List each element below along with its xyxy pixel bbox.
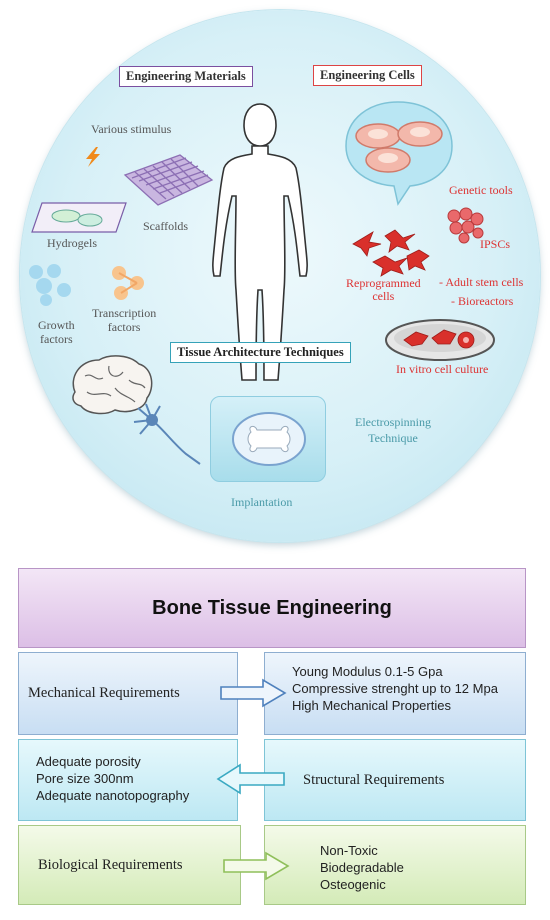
implantation-label: Implantation: [231, 495, 293, 509]
mechanical-item: Compressive strenght up to 12 Mpa: [292, 681, 498, 696]
growth-label-line1: Growth: [38, 318, 75, 332]
petri-dish-icon: [385, 319, 495, 361]
bone-tissue-engineering-header: Bone Tissue Engineering: [18, 568, 526, 648]
ipsc-cluster-icon: [447, 207, 484, 244]
various-stimulus-label: Various stimulus: [91, 122, 172, 136]
reprogrammed-cells-label: Reprogrammed cells: [346, 277, 421, 303]
reprogrammed-line2: cells: [372, 289, 395, 303]
electrospinning-label: Electrospinning Technique: [355, 414, 431, 446]
tissue-architecture-title: Tissue Architecture Techniques: [170, 342, 351, 363]
mechanical-requirements-label: Mechanical Requirements: [28, 685, 180, 701]
reprogrammed-cells-icon: [352, 229, 430, 277]
neuron-icon: [133, 403, 201, 465]
left-arrow-icon: [216, 763, 285, 795]
engineering-cells-title: Engineering Cells: [313, 65, 422, 86]
structural-details-cell: Adequate porosity Pore size 300nm Adequa…: [18, 739, 238, 821]
structural-requirements-label: Structural Requirements: [303, 771, 445, 788]
reprogrammed-line1: Reprogrammed: [346, 276, 421, 290]
growth-factors-label: Growth factors: [38, 318, 75, 346]
mechanical-requirements-cell: Mechanical Requirements: [18, 652, 238, 735]
lightning-icon: [86, 147, 100, 167]
electrospinning-line1: Electrospinning: [355, 415, 431, 429]
brain-icon: [72, 355, 153, 415]
biological-requirements-label: Biological Requirements: [38, 856, 183, 873]
structural-requirements-cell: Structural Requirements: [264, 739, 526, 821]
scaffold-mesh-icon: [123, 154, 214, 206]
bone-icon: [232, 412, 306, 466]
ipscs-label: IPSCs: [480, 237, 511, 251]
transcription-factor-molecules-icon: [112, 266, 144, 300]
electrospinning-line2: Technique: [368, 431, 418, 445]
mechanical-item: High Mechanical Properties: [292, 698, 451, 713]
bioreactors-label: - Bioreactors: [451, 294, 514, 308]
transcription-factors-label: Transcription factors: [92, 306, 156, 334]
genetic-tools-label: Genetic tools: [449, 183, 513, 197]
mechanical-item: Young Modulus 0.1-5 Gpa: [292, 664, 443, 679]
engineering-materials-title: Engineering Materials: [119, 66, 253, 87]
biological-details-cell: Non-Toxic Biodegradable Osteogenic: [264, 825, 526, 905]
right-arrow-icon: [220, 678, 287, 708]
biological-item: Non-Toxic: [320, 843, 378, 858]
transcription-label-line1: Transcription: [92, 306, 157, 320]
transcription-label-line2: factors: [107, 320, 141, 334]
biological-item: Biodegradable: [320, 860, 404, 875]
scaffolds-label: Scaffolds: [143, 219, 189, 233]
structural-item: Adequate porosity: [36, 754, 141, 769]
adult-stem-cells-label: - Adult stem cells: [439, 275, 524, 289]
hydrogels-label: Hydrogels: [47, 236, 97, 250]
right-arrow-green-icon: [223, 851, 290, 881]
growth-factor-molecules-icon: [29, 264, 71, 306]
hydrogel-icon: [31, 202, 127, 233]
biological-item: Osteogenic: [320, 877, 386, 892]
structural-item: Pore size 300nm: [36, 771, 134, 786]
biological-requirements-cell: Biological Requirements: [18, 825, 241, 905]
mechanical-details-cell: Young Modulus 0.1-5 Gpa Compressive stre…: [264, 652, 526, 735]
cells-speech-bubble: [345, 101, 453, 206]
growth-label-line2: factors: [40, 332, 73, 346]
in-vitro-culture-label: In vitro cell culture: [396, 362, 489, 376]
structural-item: Adequate nanotopography: [36, 788, 190, 803]
human-figure-icon: [212, 103, 308, 381]
